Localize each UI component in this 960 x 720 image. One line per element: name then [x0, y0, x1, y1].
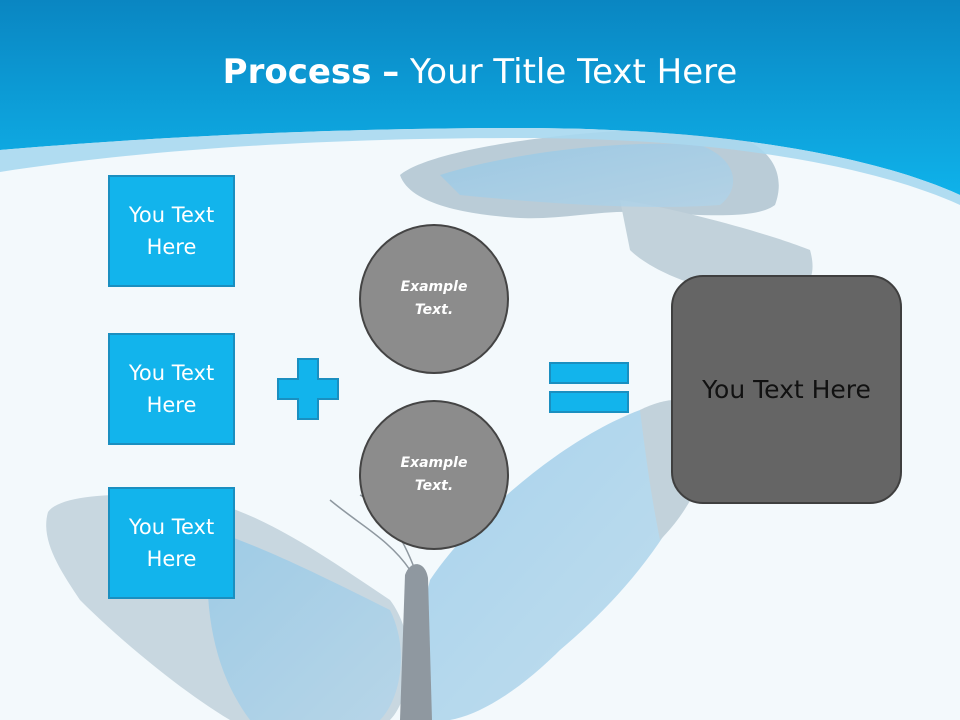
example-circle-1[interactable]: Example Text.	[359, 224, 509, 374]
title-strong: Process	[222, 52, 372, 92]
result-box[interactable]: You Text Here	[671, 275, 902, 504]
title-rest: Your Title Text Here	[410, 52, 738, 92]
input-box-2[interactable]: You Text Here	[108, 333, 235, 445]
plus-icon	[277, 358, 339, 420]
input-box-3[interactable]: You Text Here	[108, 487, 235, 599]
page-title: Process – Your Title Text Here	[0, 52, 960, 92]
title-dash: –	[382, 52, 400, 92]
example-circle-2[interactable]: Example Text.	[359, 400, 509, 550]
equals-icon	[549, 362, 629, 413]
input-box-1[interactable]: You Text Here	[108, 175, 235, 287]
